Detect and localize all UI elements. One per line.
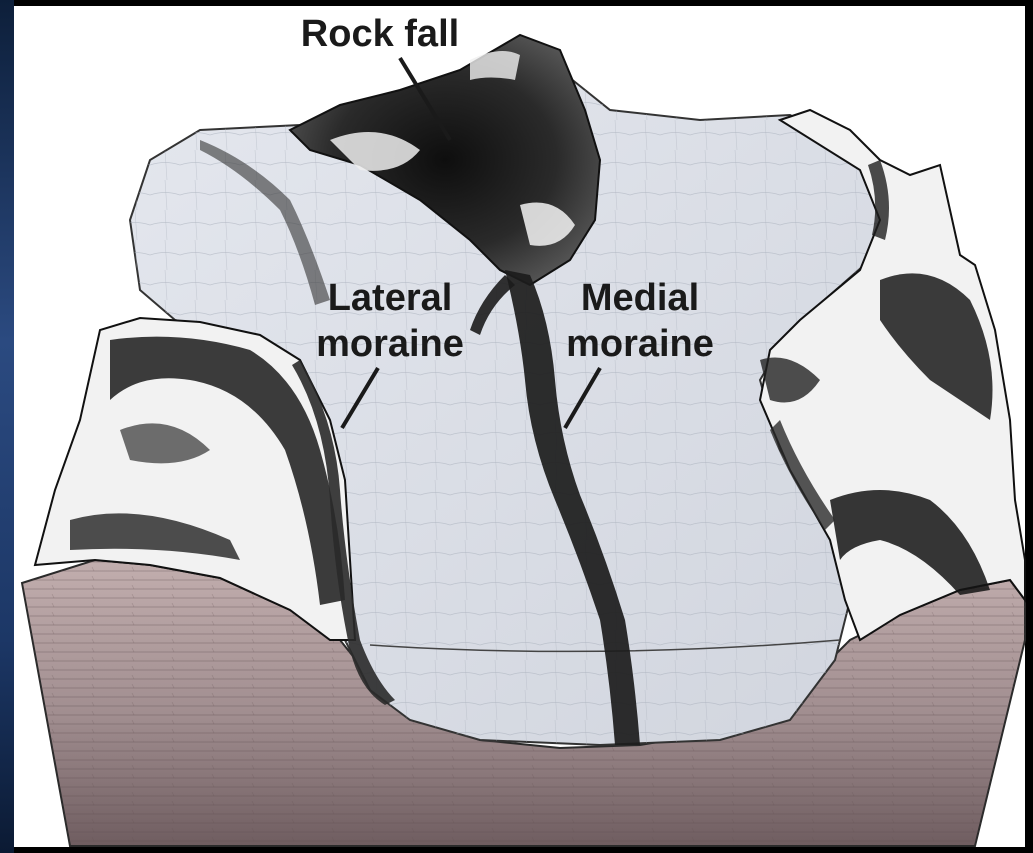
- medial-moraine-label-line2: moraine: [566, 323, 714, 365]
- lateral-moraine-label-line2: moraine: [316, 323, 464, 365]
- rock-fall-label: Rock fall: [301, 13, 459, 55]
- medial-moraine-label-line1: Medial: [581, 277, 699, 319]
- lateral-moraine-label-line1: Lateral: [328, 277, 453, 319]
